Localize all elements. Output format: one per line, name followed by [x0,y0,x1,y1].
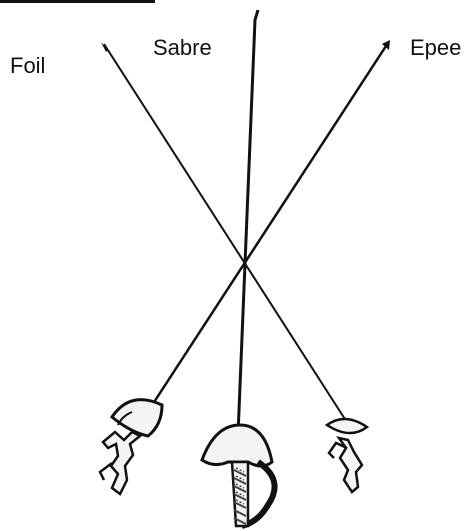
sabre-guard-icon [202,425,275,526]
epee-guard-icon [100,400,162,494]
sabre-sword-icon [202,10,275,526]
sabre-label: Sabre [153,37,212,59]
epee-label: Epee [410,37,461,59]
foil-guard-icon [327,419,367,492]
foil-label: Foil [10,55,45,77]
